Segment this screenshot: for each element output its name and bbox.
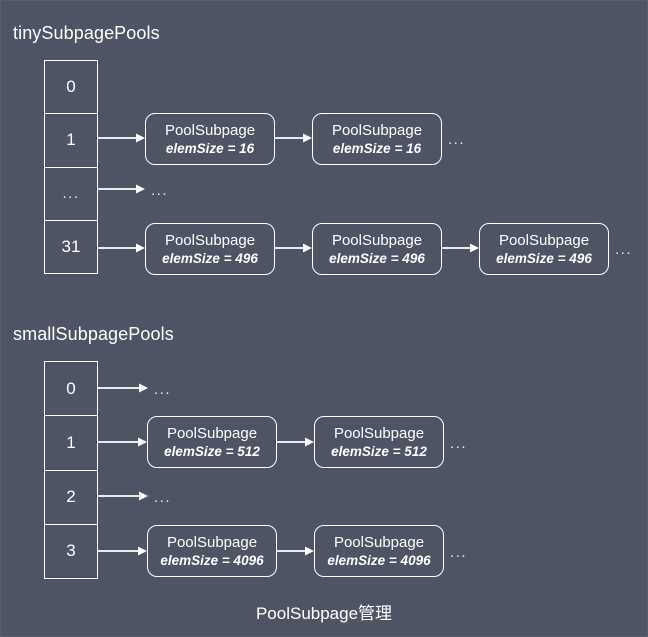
node-elem-size: elemSize = 16	[332, 140, 422, 156]
arrow-tiny-rowdots-index-to-ellipsis	[98, 183, 145, 195]
node-title: PoolSubpage	[498, 231, 590, 249]
arrow-small-row1-node1-to-node2	[277, 436, 314, 448]
index-cell-small-2[interactable]: 2	[45, 471, 97, 525]
node-elem-size: elemSize = 512	[331, 443, 427, 459]
arrow-small-row3-node1-to-node2	[277, 545, 314, 557]
index-cell-small-0[interactable]: 0	[45, 362, 97, 417]
index-cell-tiny-ellipsis[interactable]: ...	[45, 168, 97, 221]
ellipsis-small-row0: ...	[154, 381, 172, 398]
ellipsis-tiny-row31: ...	[615, 241, 633, 258]
section-title-small-subpage-pools: smallSubpagePools	[13, 324, 174, 344]
node-small-row3-item2[interactable]: PoolSubpage elemSize = 4096	[314, 525, 444, 577]
index-cell-tiny-31[interactable]: 31	[61, 236, 81, 256]
node-tiny-row31-item3[interactable]: PoolSubpage elemSize = 496	[479, 223, 609, 275]
diagram-caption: PoolSubpage管理	[255, 604, 393, 623]
index-cell-small-1[interactable]: 1	[45, 416, 97, 471]
ellipsis-small-row2: ...	[154, 489, 172, 506]
index-cell-tiny-1[interactable]: 1	[45, 114, 97, 168]
node-title: PoolSubpage	[164, 231, 256, 249]
node-elem-size: elemSize = 496	[162, 250, 258, 266]
node-title: PoolSubpage	[331, 121, 423, 139]
ellipsis-small-row3: ...	[450, 544, 468, 561]
arrow-small-row1-index-to-node1	[98, 436, 147, 448]
node-elem-size: elemSize = 4096	[160, 552, 264, 568]
arrow-tiny-row1-index-to-node1	[98, 132, 145, 144]
node-elem-size: elemSize = 4096	[327, 552, 431, 568]
arrow-small-row3-index-to-node1	[98, 545, 147, 557]
arrow-small-row2-index-to-ellipsis	[98, 490, 148, 502]
index-table-tiny: 0 1 ... 31	[44, 60, 98, 274]
ellipsis-tiny-row1: ...	[448, 131, 466, 148]
node-title: PoolSubpage	[166, 533, 258, 551]
node-title: PoolSubpage	[164, 121, 256, 139]
node-title: PoolSubpage	[333, 533, 425, 551]
section-title-tiny-subpage-pools: tinySubpagePools	[13, 23, 160, 43]
node-small-row1-item1[interactable]: PoolSubpage elemSize = 512	[147, 416, 277, 468]
index-cell-tiny-0[interactable]: 0	[45, 61, 97, 115]
node-title: PoolSubpage	[166, 424, 258, 442]
arrow-tiny-row1-node1-to-node2	[275, 132, 312, 144]
node-title: PoolSubpage	[333, 424, 425, 442]
node-small-row1-item2[interactable]: PoolSubpage elemSize = 512	[314, 416, 444, 468]
arrow-tiny-row31-index-to-node1	[98, 242, 145, 254]
ellipsis-tiny-rowdots: ...	[151, 182, 169, 199]
node-elem-size: elemSize = 496	[496, 250, 592, 266]
node-elem-size: elemSize = 496	[329, 250, 425, 266]
arrow-tiny-row31-node1-to-node2	[275, 242, 312, 254]
node-elem-size: elemSize = 16	[165, 140, 255, 156]
ellipsis-small-row1: ...	[450, 435, 468, 452]
index-cell-small-3[interactable]: 3	[66, 541, 76, 561]
node-elem-size: elemSize = 512	[164, 443, 260, 459]
node-tiny-row31-item1[interactable]: PoolSubpage elemSize = 496	[145, 223, 275, 275]
arrow-small-row0-index-to-ellipsis	[98, 382, 148, 394]
arrow-tiny-row31-node2-to-node3	[442, 242, 479, 254]
node-tiny-row1-item1[interactable]: PoolSubpage elemSize = 16	[145, 113, 275, 165]
node-tiny-row1-item2[interactable]: PoolSubpage elemSize = 16	[312, 113, 442, 165]
node-tiny-row31-item2[interactable]: PoolSubpage elemSize = 496	[312, 223, 442, 275]
node-small-row3-item1[interactable]: PoolSubpage elemSize = 4096	[147, 525, 277, 577]
index-table-small: 0 1 2 3	[44, 361, 98, 579]
node-title: PoolSubpage	[331, 231, 423, 249]
